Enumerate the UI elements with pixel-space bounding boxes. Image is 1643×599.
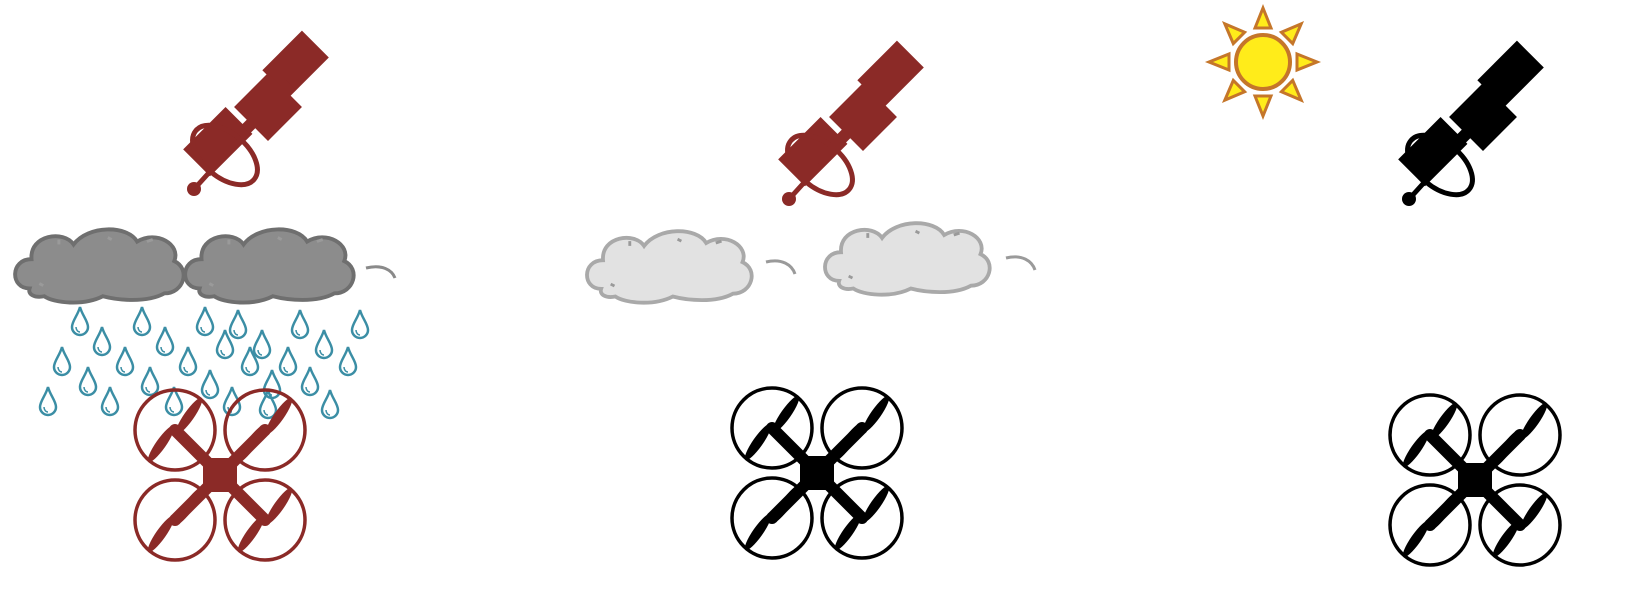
- sun-ray: [1281, 18, 1306, 43]
- sun-ray: [1255, 8, 1271, 28]
- rain-drop: [302, 367, 318, 395]
- rain-drop: [316, 330, 332, 358]
- scene-rain: [0, 0, 560, 599]
- rain-drop: [352, 310, 368, 338]
- rain-drop: [80, 367, 96, 395]
- rain-drop: [254, 330, 270, 358]
- rain-drop: [230, 310, 246, 338]
- dark-cloud-icon: [185, 229, 354, 302]
- rain-drop: [157, 327, 173, 355]
- scene-sunny: [1120, 0, 1643, 599]
- cloud-wisp: [1006, 257, 1035, 270]
- rain-drop: [72, 307, 88, 335]
- rain-drop: [202, 370, 218, 398]
- sun-ray: [1219, 80, 1244, 105]
- satellite-icon: [777, 41, 935, 207]
- satellite-icon: [182, 31, 340, 197]
- rain-drop: [340, 347, 356, 375]
- rain-drop: [54, 347, 70, 375]
- quadcopter-drone-icon: [732, 388, 902, 558]
- quadcopter-drone-icon: [1390, 395, 1560, 565]
- rain-drop: [117, 347, 133, 375]
- rain-drop: [142, 367, 158, 395]
- sun-ray: [1281, 80, 1306, 105]
- sun-icon: [1209, 8, 1317, 116]
- rain-drop: [134, 307, 150, 335]
- rain-drop: [242, 347, 258, 375]
- sun-ray: [1219, 18, 1244, 43]
- rain-drop: [180, 347, 196, 375]
- rain-drop: [322, 390, 338, 418]
- light-cloud-icon: [587, 231, 752, 302]
- rain-drop: [197, 307, 213, 335]
- sun-ray: [1255, 96, 1271, 116]
- rain-drop: [280, 347, 296, 375]
- sun-ray: [1297, 54, 1317, 70]
- rain-drop: [40, 387, 56, 415]
- quadcopter-drone-icon: [135, 390, 305, 560]
- scene-rain-canvas: [0, 0, 560, 599]
- rain-drop: [102, 387, 118, 415]
- rain-drop: [292, 310, 308, 338]
- scene-cloudy-canvas: [560, 0, 1120, 599]
- sun-ray: [1209, 54, 1229, 70]
- rain-drop: [94, 327, 110, 355]
- light-cloud-icon: [825, 223, 990, 294]
- satellite-icon: [1397, 41, 1555, 207]
- cloud-wisp: [766, 261, 795, 274]
- dark-cloud-icon: [15, 229, 184, 302]
- scene-sunny-canvas: [1120, 0, 1643, 599]
- rain-drop: [260, 390, 276, 418]
- scene-cloudy: [560, 0, 1120, 599]
- cloud-wisp: [366, 267, 395, 278]
